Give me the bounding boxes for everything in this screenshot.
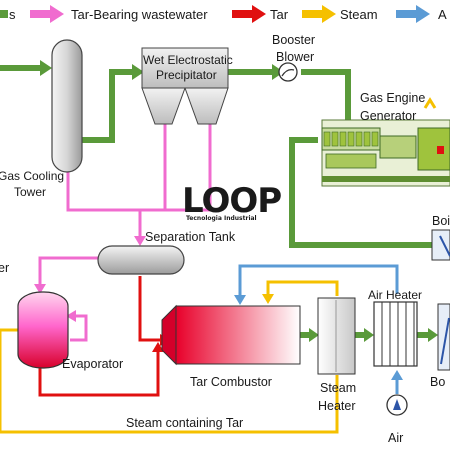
label-cooling-line1: Gas Cooling bbox=[0, 169, 64, 183]
label-boiler-bottom: Bo bbox=[430, 375, 445, 389]
label-tar-combustor: Tar Combustor bbox=[190, 375, 272, 389]
legend-item-syngas: s bbox=[0, 7, 16, 22]
gas-cooling-tower bbox=[51, 39, 83, 173]
steam-flow-lines bbox=[0, 280, 339, 434]
label-wet-esp-line2: Precipitator bbox=[156, 68, 217, 82]
booster-blower bbox=[278, 62, 298, 82]
label-boiler-top: Boi bbox=[432, 214, 450, 228]
equipment-labels: Wet Electrostatic Precipitator Booster B… bbox=[0, 33, 450, 445]
label-wet-esp-line1: Wet Electrostatic bbox=[143, 53, 233, 67]
legend-item-air: A bbox=[396, 5, 447, 23]
legend-item-tar-wastewater: Tar-Bearing wastewater bbox=[30, 5, 208, 23]
air-fan bbox=[386, 394, 408, 416]
loop-logo: LOOP Tecnologia Industrial bbox=[182, 181, 282, 222]
logo-subtitle: Tecnologia Industrial bbox=[186, 215, 257, 222]
legend-label-steam: Steam bbox=[340, 7, 378, 22]
label-left-partial: er bbox=[0, 261, 9, 275]
boiler-top bbox=[431, 229, 450, 261]
gas-engine-generator bbox=[321, 119, 450, 187]
legend: s Tar-Bearing wastewater Tar Steam A bbox=[0, 5, 447, 23]
legend-label-tar: Tar bbox=[270, 7, 289, 22]
air-arrowheads bbox=[234, 295, 403, 380]
tar-combustor bbox=[161, 304, 301, 366]
boiler-bottom bbox=[437, 303, 450, 371]
logo-wordmark: LOOP bbox=[182, 181, 281, 221]
tar-flow-lines bbox=[38, 276, 162, 397]
legend-label-syngas: s bbox=[9, 7, 16, 22]
gas-flow-arrowheads bbox=[40, 60, 438, 342]
steam-exhaust-icon bbox=[423, 97, 437, 109]
label-gas-engine-line1: Gas Engine bbox=[360, 91, 425, 105]
air-heater bbox=[373, 301, 418, 367]
label-gas-engine-line2: Generator bbox=[360, 109, 416, 123]
label-air: Air bbox=[388, 431, 403, 445]
legend-item-tar: Tar bbox=[232, 5, 289, 23]
label-evaporator: Evaporator bbox=[62, 357, 123, 371]
air-flow-lines bbox=[238, 264, 399, 394]
label-steam-heater-line2: Heater bbox=[318, 399, 356, 413]
wet-electrostatic-precipitator bbox=[141, 47, 229, 125]
steam-heater bbox=[317, 297, 356, 375]
wastewater-arrowheads bbox=[34, 236, 146, 322]
label-separation-tank: Separation Tank bbox=[145, 230, 236, 244]
label-steam-containing-tar: Steam containing Tar bbox=[126, 416, 243, 430]
label-cooling-line2: Tower bbox=[14, 185, 46, 199]
label-booster-line1: Booster bbox=[272, 33, 315, 47]
evaporator bbox=[17, 291, 69, 369]
label-steam-heater-line1: Steam bbox=[320, 381, 356, 395]
legend-item-steam: Steam bbox=[302, 5, 378, 23]
label-air-heater: Air Heater bbox=[368, 288, 422, 302]
wastewater-flow-lines bbox=[38, 124, 212, 342]
legend-label-tar-wastewater: Tar-Bearing wastewater bbox=[71, 7, 208, 22]
separation-tank bbox=[97, 245, 185, 275]
legend-label-air: A bbox=[438, 7, 447, 22]
label-booster-line2: Blower bbox=[276, 50, 314, 64]
